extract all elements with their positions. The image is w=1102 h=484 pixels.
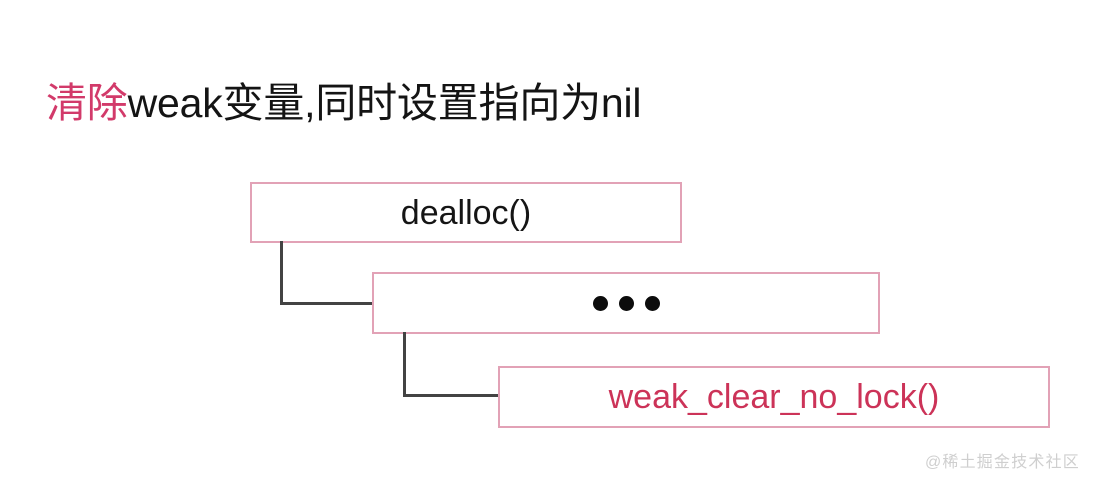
page-title-accent: 清除 [46,80,128,127]
ellipsis-dot-2 [618,295,634,311]
ellipsis-dot-3 [644,295,660,311]
connector-ellipsis-to-weakclear-horizontal [403,394,500,397]
flow-box-dealloc-label: dealloc() [400,193,532,232]
flow-box-weak-clear-no-lock-label: weak_clear_no_lock() [608,378,940,416]
connector-ellipsis-to-weakclear-vertical [403,332,406,397]
page-title-plain: weak变量,同时设置指向为nil [127,80,642,127]
page-title: 清除weak变量,同时设置指向为nil [46,79,642,127]
flow-box-dealloc: dealloc() [250,182,682,243]
connector-dealloc-to-ellipsis-vertical [280,241,283,305]
flow-box-ellipsis [372,272,880,334]
watermark: @稀土掘金技术社区 [924,454,1080,471]
flow-box-weak-clear-no-lock: weak_clear_no_lock() [498,366,1050,428]
ellipsis-dots-icon [592,295,660,311]
connector-dealloc-to-ellipsis-horizontal [280,302,374,305]
ellipsis-dot-1 [592,295,608,311]
